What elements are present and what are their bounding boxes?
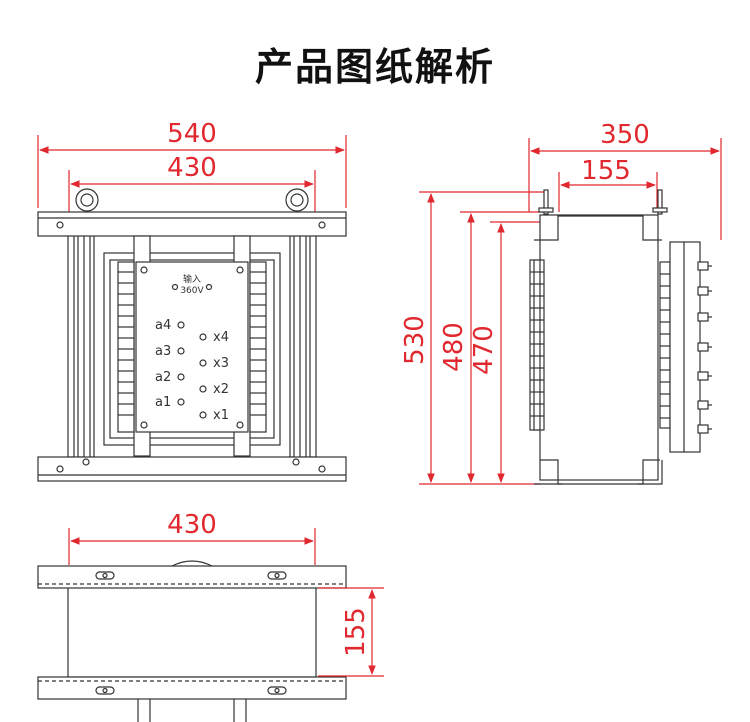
terminal-panel (135, 261, 249, 433)
side-view: 350 155 530 480 470 (400, 120, 722, 485)
cooling-fins-right (249, 261, 267, 433)
dim-label-top-155: 155 (341, 607, 371, 657)
terminal-label-a1: a1 (155, 395, 171, 410)
cooling-fins-left (117, 261, 135, 433)
input-terminal-left (171, 283, 179, 291)
terminal-a3 (177, 347, 185, 355)
terminal-x3 (199, 359, 207, 367)
dim-label-530: 530 (400, 315, 430, 365)
terminal-label-a2: a2 (155, 370, 171, 385)
dim-label-480: 480 (439, 322, 469, 372)
top-view-body (67, 584, 317, 678)
terminal-label-x2: x2 (213, 382, 229, 397)
transformer-side-body (539, 214, 659, 481)
dim-label-470: 470 (469, 325, 499, 375)
top-view: 430 155 (37, 510, 384, 722)
dim-label-350: 350 (600, 120, 650, 150)
input-label: 输入 (183, 273, 201, 285)
terminal-label-x1: x1 (213, 408, 229, 423)
dim-label-top-430: 430 (167, 510, 217, 540)
terminal-block-side (669, 241, 701, 453)
terminal-label-x3: x3 (213, 356, 229, 371)
dim-label-540: 540 (167, 119, 217, 149)
terminal-label-x4: x4 (213, 330, 229, 345)
terminal-a2 (177, 373, 185, 381)
top-bracket (37, 211, 347, 237)
terminal-x1 (199, 411, 207, 419)
terminal-a4 (177, 321, 185, 329)
front-view: 540 430 (37, 119, 347, 482)
terminal-label-a4: a4 (155, 318, 171, 333)
terminal-x2 (199, 385, 207, 393)
top-view-upper-rail (37, 565, 347, 589)
terminal-x4 (199, 333, 207, 341)
side-terminal-studs (697, 261, 712, 434)
terminal-a1 (177, 398, 185, 406)
lifting-bolt-left (543, 189, 549, 215)
input-voltage-label: 360V (180, 286, 204, 296)
terminal-label-a3: a3 (155, 344, 171, 359)
dim-label-430: 430 (167, 153, 217, 183)
mounting-slots (95, 571, 287, 695)
input-terminal-right (205, 283, 213, 291)
page-title: 产品图纸解析 (254, 45, 495, 89)
lifting-bolt-right (657, 189, 663, 215)
dim-label-155: 155 (581, 156, 631, 186)
top-view-lower-rail (37, 676, 347, 700)
